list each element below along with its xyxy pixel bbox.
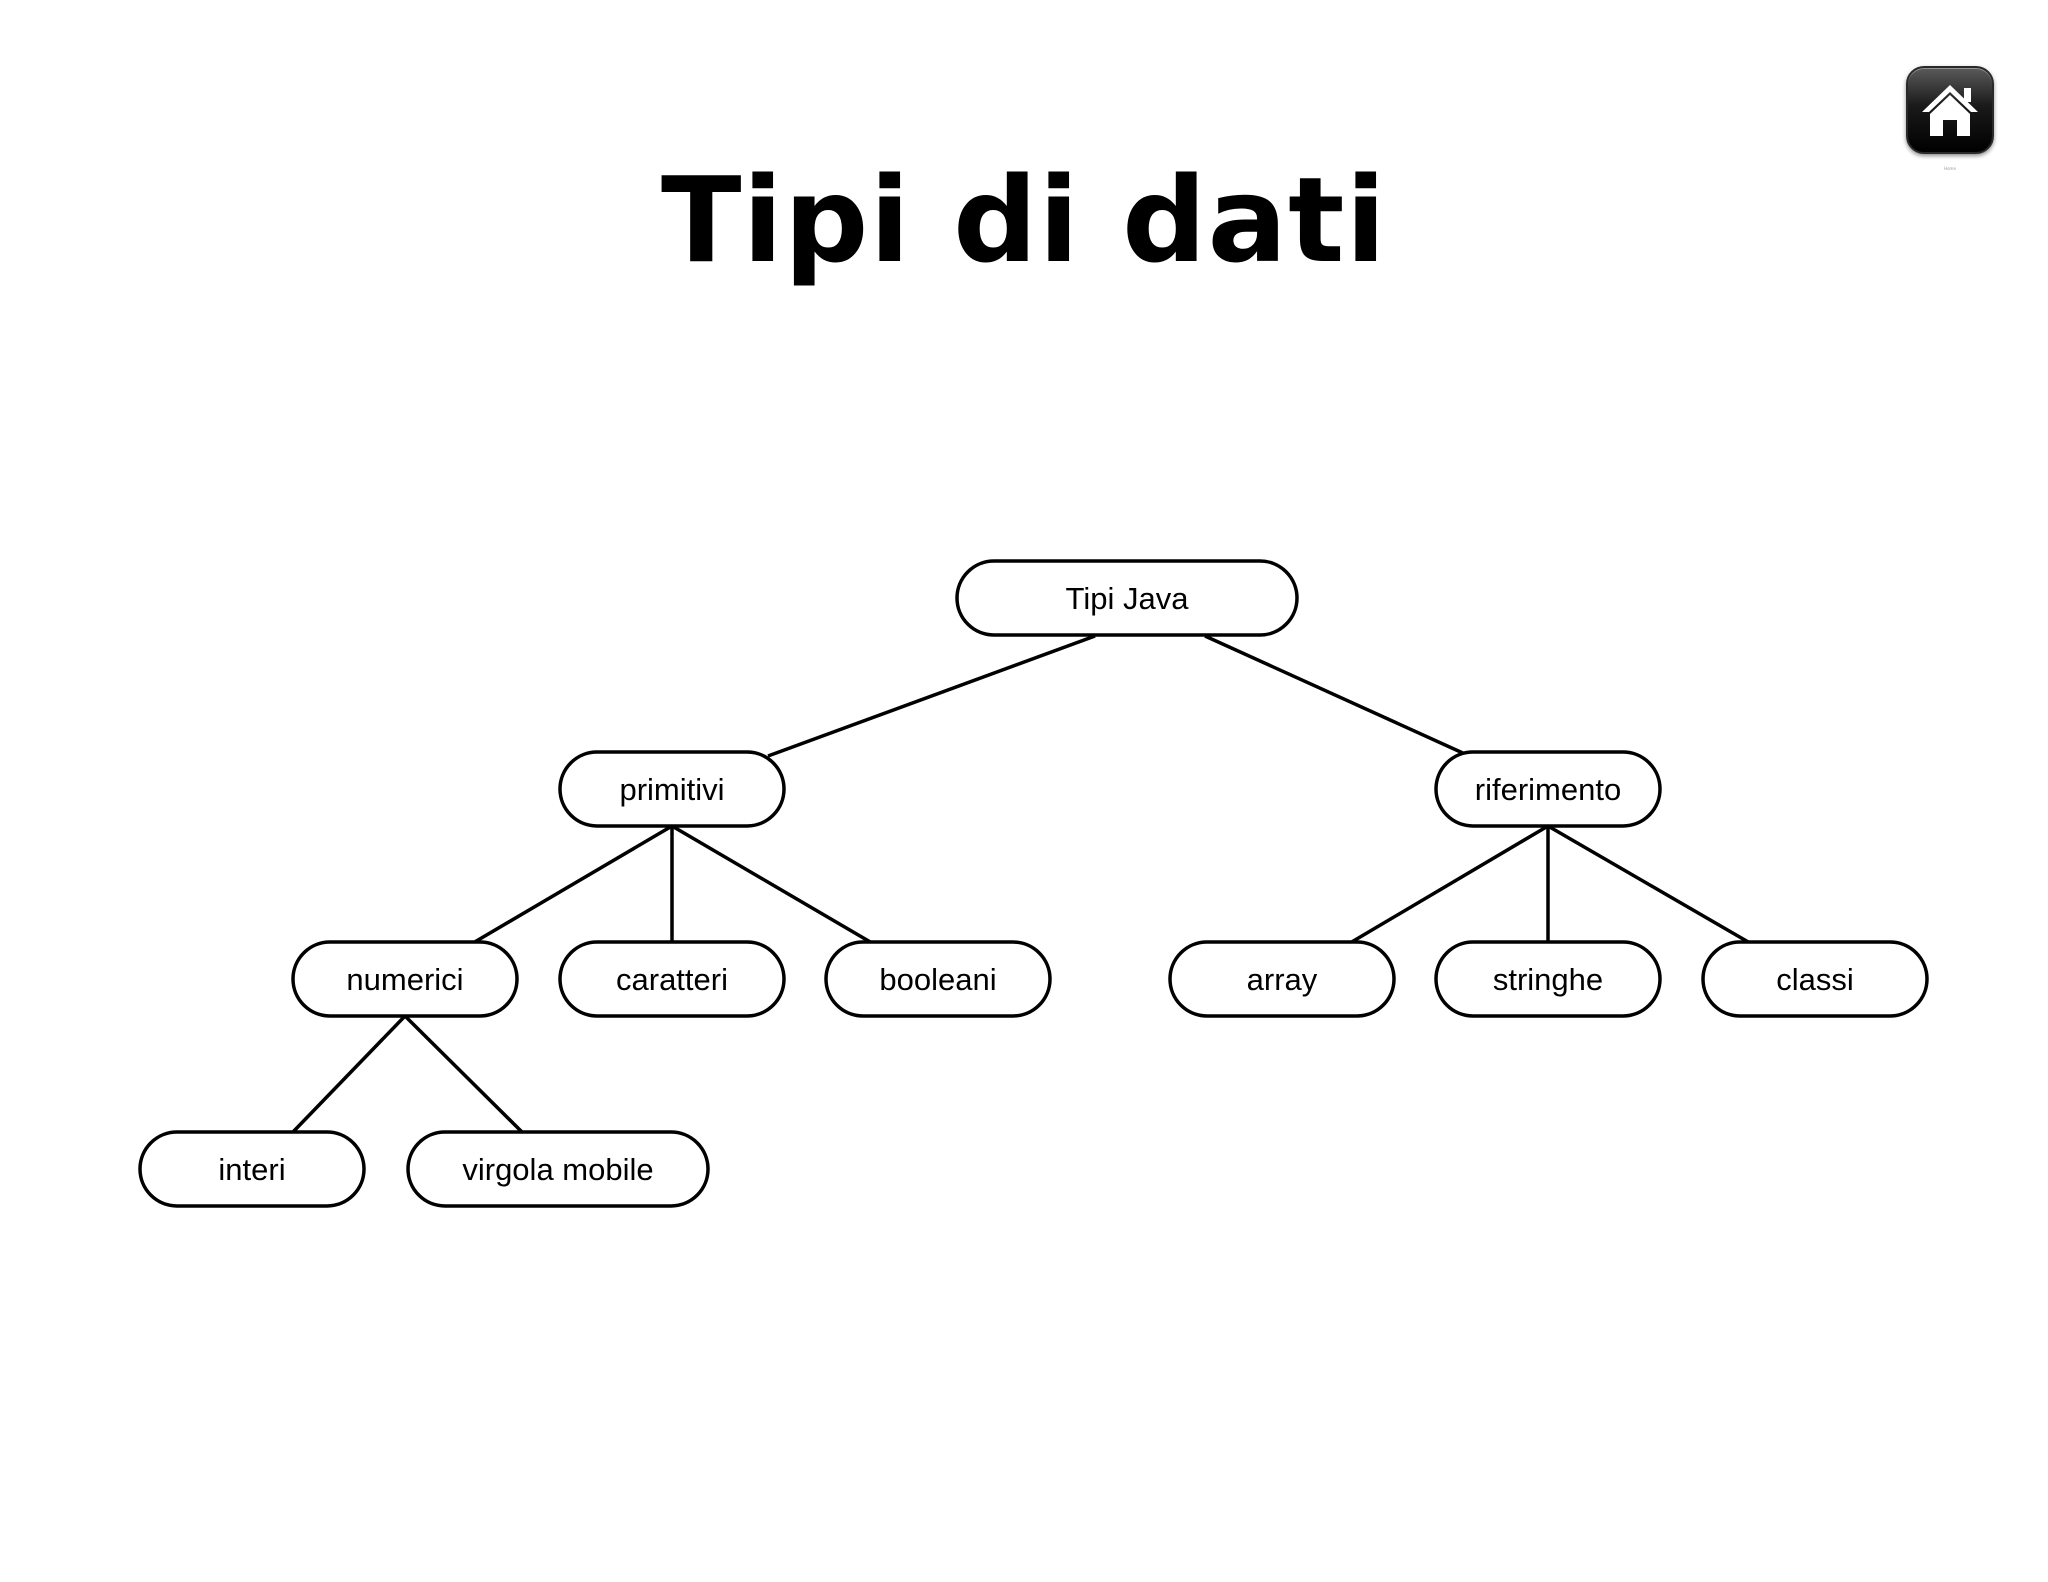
node-box-caratteri	[558, 940, 786, 1018]
node-box-interi	[138, 1130, 366, 1208]
tree-nodes: Tipi Java primitivi riferimento numerici car…	[138, 559, 1929, 1208]
edge-tipi-java-riferimento	[1204, 634, 1466, 756]
node-classi: classi	[1701, 940, 1929, 1018]
home-icon	[1922, 85, 1978, 136]
node-label-interi: interi	[218, 1152, 285, 1187]
node-numerici: numerici	[291, 940, 519, 1018]
node-label-numerici: numerici	[346, 962, 463, 997]
node-label-classi: classi	[1776, 962, 1854, 997]
node-primitivi: primitivi	[558, 750, 786, 828]
node-booleani: booleani	[824, 940, 1052, 1018]
node-box-numerici	[291, 940, 519, 1018]
tree-edges	[290, 634, 1751, 1135]
home-caption: Home	[1944, 166, 1956, 171]
node-label-primitivi: primitivi	[619, 772, 724, 807]
edge-riferimento-classi	[1547, 824, 1751, 945]
edge-numerici-interi	[290, 1014, 407, 1135]
node-box-virgola-mobile	[406, 1130, 710, 1208]
node-box-array	[1168, 940, 1396, 1018]
edge-riferimento-array	[1349, 824, 1549, 945]
node-virgola-mobile: virgola mobile	[406, 1130, 710, 1208]
edge-primitivi-numerici	[472, 824, 673, 945]
node-riferimento: riferimento	[1434, 750, 1662, 828]
home-button[interactable]	[1906, 66, 1994, 154]
node-box-stringhe	[1434, 940, 1662, 1018]
edge-numerici-virgola-mobile	[403, 1014, 525, 1135]
node-array: array	[1168, 940, 1396, 1018]
node-label-virgola-mobile: virgola mobile	[462, 1152, 653, 1187]
node-label-tipi-java: Tipi Java	[1066, 581, 1190, 616]
node-interi: interi	[138, 1130, 366, 1208]
node-box-booleani	[824, 940, 1052, 1018]
node-label-array: array	[1247, 962, 1318, 997]
node-box-tipi-java	[955, 559, 1299, 637]
node-box-classi	[1701, 940, 1929, 1018]
node-label-riferimento: riferimento	[1475, 772, 1621, 807]
node-stringhe: stringhe	[1434, 940, 1662, 1018]
node-label-stringhe: stringhe	[1493, 962, 1603, 997]
node-label-caratteri: caratteri	[616, 962, 728, 997]
node-box-primitivi	[558, 750, 786, 828]
edge-tipi-java-primitivi	[767, 634, 1096, 758]
edge-primitivi-booleani	[671, 824, 873, 945]
node-tipi-java: Tipi Java	[955, 559, 1299, 637]
node-label-booleani: booleani	[879, 962, 996, 997]
node-caratteri: caratteri	[558, 940, 786, 1018]
node-box-riferimento	[1434, 750, 1662, 828]
page-title: Tipi di dati	[661, 151, 1387, 289]
